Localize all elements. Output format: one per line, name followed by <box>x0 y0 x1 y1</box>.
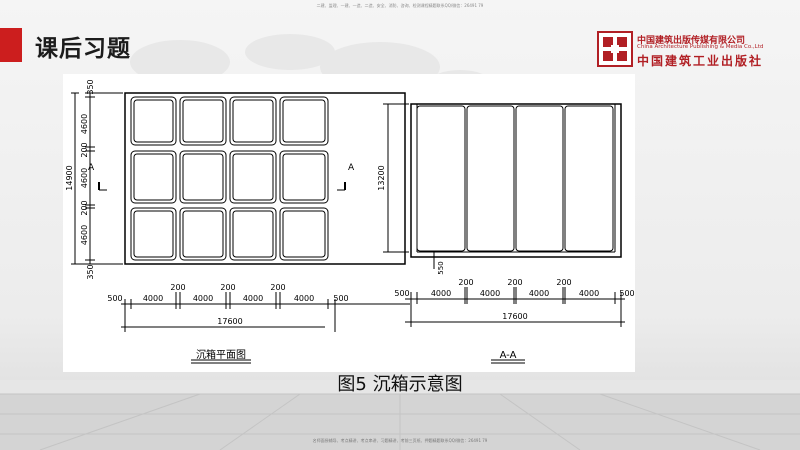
section-view-title: A-A <box>500 350 517 361</box>
plan-hdim-3: 200 <box>170 283 185 292</box>
page-title: 课后习题 <box>35 36 131 62</box>
plan-overall-height: 14900 <box>65 165 74 190</box>
plan-hdim-4: 4000 <box>193 294 213 303</box>
plan-vdim-3: 200 <box>80 142 89 157</box>
section-hdim-4: 4000 <box>480 289 500 298</box>
plan-vdim-5: 200 <box>80 200 89 215</box>
section-hdim-1: 500 <box>394 289 409 298</box>
publisher-logo: 中国建筑出版传媒有限公司 China Architecture Publishi… <box>597 31 767 69</box>
plan-view-title: 沉箱平面图 <box>196 348 246 361</box>
section-hdim-5: 200 <box>507 278 522 287</box>
publisher-en-name: China Architecture Publishing & Media Co… <box>637 44 764 50</box>
plan-vdim-4: 4600 <box>80 168 89 188</box>
figure-caption: 图5 沉箱示意图 <box>337 374 463 395</box>
plan-hdim-2: 4000 <box>143 294 163 303</box>
plan-vdim-6: 4600 <box>80 225 89 245</box>
plan-hdim-8: 4000 <box>294 294 314 303</box>
plan-hdim-9: 500 <box>333 294 348 303</box>
plan-overall-width: 17600 <box>217 317 242 326</box>
section-hdim-2: 4000 <box>431 289 451 298</box>
plan-hdim-6: 4000 <box>243 294 263 303</box>
top-watermark-note: 二建、监理、一建、一造、二造、安全、消防、咨询、检测课程精题联系QQ/微信：26… <box>316 3 484 8</box>
section-height: 13200 <box>377 165 386 190</box>
floor-background <box>0 380 800 450</box>
section-hdim-7: 200 <box>556 278 571 287</box>
plan-hdim-5: 200 <box>220 283 235 292</box>
plan-hdim-7: 200 <box>270 283 285 292</box>
plan-vdim-7: 350 <box>86 264 95 279</box>
plan-vdim-1: 350 <box>86 79 95 94</box>
publisher-cn-name: 中国建筑出版传媒有限公司 <box>637 36 746 46</box>
section-hdim-8: 4000 <box>579 289 599 298</box>
section-outline <box>410 103 622 258</box>
plan-outline <box>124 92 406 265</box>
section-overall-width: 17600 <box>502 312 527 321</box>
plan-vdim-2: 4600 <box>80 114 89 134</box>
plan-section-mark-left: A <box>88 163 95 173</box>
plan-hdim-1: 500 <box>107 294 122 303</box>
caisson-drawing: 350 4600 200 4600 200 4600 350 14900 A A… <box>65 79 635 364</box>
bottom-watermark-note: 名师面授辅导、考点精讲、考点串讲、习题精讲、考前三页纸、押题精题联系QQ/微信：… <box>312 438 488 443</box>
section-hdim-6: 4000 <box>529 289 549 298</box>
publisher-cn-name-2: 中国建筑工业出版社 <box>637 54 764 68</box>
plan-section-mark-right: A <box>348 163 355 173</box>
publisher-emblem-icon <box>597 31 633 67</box>
title-accent-bar <box>0 28 22 62</box>
section-base: 550 <box>437 261 445 274</box>
section-hdim-9: 500 <box>619 289 634 298</box>
section-hdim-3: 200 <box>458 278 473 287</box>
